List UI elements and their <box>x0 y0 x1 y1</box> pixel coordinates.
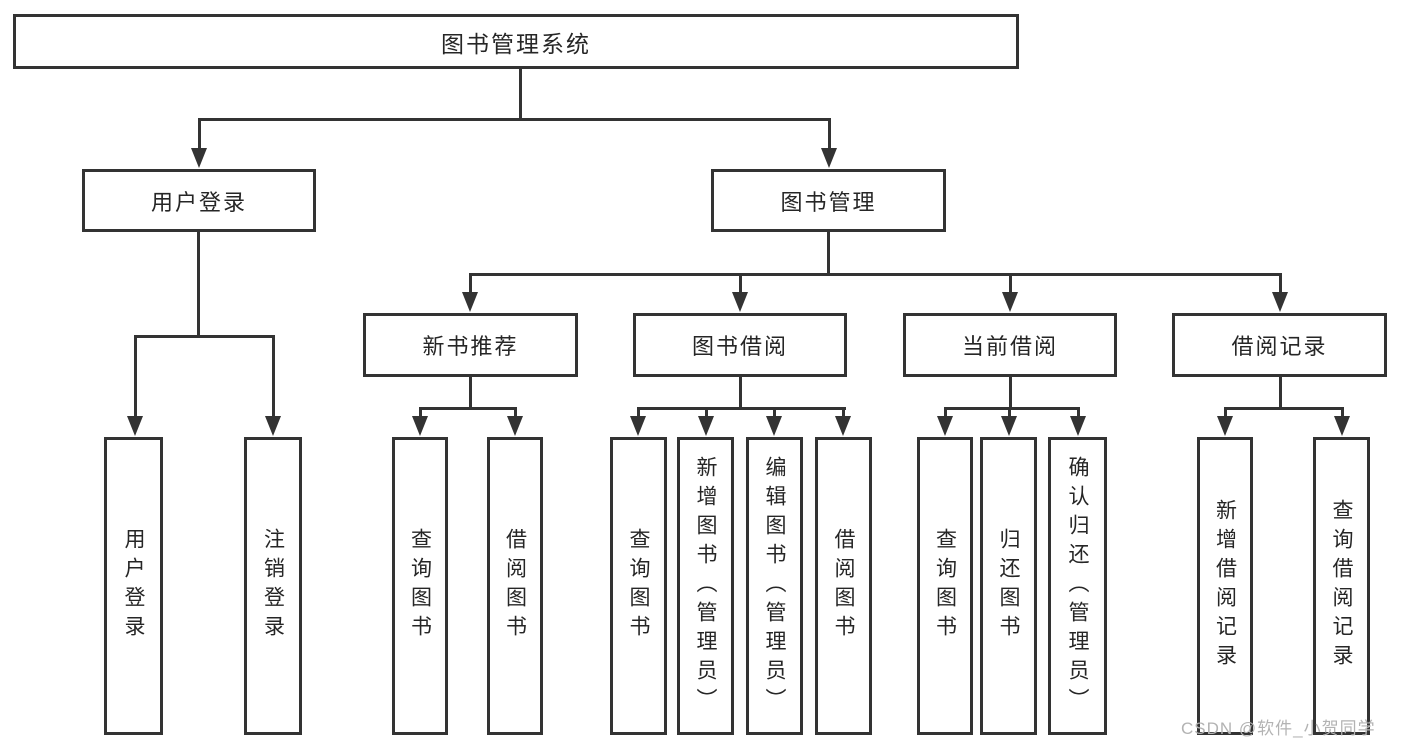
node-label: 当前借阅 <box>961 334 1058 359</box>
arrow-down-icon <box>821 148 837 168</box>
node-label: 查询图书 <box>627 528 650 644</box>
connector-line <box>1224 407 1227 416</box>
connector-line <box>1009 273 1012 292</box>
connector-line <box>1279 273 1282 292</box>
connector-line <box>842 407 845 416</box>
arrow-down-icon <box>835 416 851 436</box>
connector-line <box>1279 377 1282 407</box>
node-label: 查询图书 <box>933 528 957 644</box>
node-label: 用户登录 <box>122 528 145 644</box>
node-label: 新增借阅记录 <box>1213 499 1237 673</box>
connector-line <box>1077 407 1080 416</box>
connector-line <box>419 407 422 416</box>
node-logout-action: 注销登录 <box>244 437 302 735</box>
arrow-down-icon <box>1334 416 1350 436</box>
connector-line <box>197 232 200 335</box>
node-user-login-action: 用户登录 <box>104 437 163 735</box>
connector-line <box>638 407 846 410</box>
connector-line <box>828 118 831 148</box>
node-label: 查询借阅记录 <box>1330 499 1353 673</box>
arrow-down-icon <box>630 416 646 436</box>
node-current-borrowing: 当前借阅 <box>903 313 1117 377</box>
arrow-down-icon <box>127 416 143 436</box>
node-recommend-borrow-books: 借阅图书 <box>487 437 543 735</box>
node-label: 借阅记录 <box>1231 334 1328 359</box>
node-library-system: 图书管理系统 <box>13 14 1019 69</box>
connector-line <box>199 118 831 121</box>
connector-line <box>944 407 947 416</box>
arrow-down-icon <box>507 416 523 436</box>
csdn-watermark: CSDN @软件_小贺同学 <box>1181 719 1376 738</box>
arrow-down-icon <box>265 416 281 436</box>
arrow-down-icon <box>191 148 207 168</box>
connector-line <box>519 69 522 118</box>
node-borrow-add-books-admin: 新增图书（管理员） <box>677 437 734 735</box>
node-current-confirm-return-admin: 确认归还（管理员） <box>1048 437 1107 735</box>
node-borrow-query-books: 查询图书 <box>610 437 667 735</box>
node-label: 新增图书（管理员） <box>694 455 717 717</box>
connector-line <box>827 232 830 273</box>
connector-line <box>469 377 472 407</box>
arrow-down-icon <box>462 292 478 312</box>
arrow-down-icon <box>732 292 748 312</box>
node-label: 图书借阅 <box>691 334 788 359</box>
arrow-down-icon <box>1272 292 1288 312</box>
connector-line <box>637 407 640 416</box>
arrow-down-icon <box>1217 416 1233 436</box>
node-label: 图书管理系统 <box>441 30 591 57</box>
node-label: 归还图书 <box>997 528 1020 644</box>
connector-line <box>514 407 517 416</box>
node-user-login: 用户登录 <box>82 169 316 232</box>
connector-line <box>773 407 776 416</box>
node-book-management: 图书管理 <box>711 169 946 232</box>
node-label: 用户登录 <box>150 189 247 215</box>
arrow-down-icon <box>698 416 714 436</box>
connector-line <box>470 273 1282 276</box>
connector-line <box>739 273 742 292</box>
connector-line <box>135 335 275 338</box>
connector-line <box>469 273 472 292</box>
node-label: 新书推荐 <box>422 334 519 359</box>
node-new-book-recommend: 新书推荐 <box>363 313 578 377</box>
node-current-return-books: 归还图书 <box>980 437 1037 735</box>
connector-line <box>134 335 137 416</box>
connector-line <box>739 377 742 407</box>
arrow-down-icon <box>937 416 953 436</box>
node-label: 编辑图书（管理员） <box>763 455 786 717</box>
node-book-borrowing: 图书借阅 <box>633 313 847 377</box>
node-records-query-record: 查询借阅记录 <box>1313 437 1370 735</box>
connector-line <box>945 407 1080 410</box>
node-label: 查询图书 <box>408 528 432 644</box>
node-recommend-query-books: 查询图书 <box>392 437 448 735</box>
node-current-query-books: 查询图书 <box>917 437 973 735</box>
connector-line <box>1009 377 1012 407</box>
connector-line <box>1008 407 1011 416</box>
node-label: 借阅图书 <box>503 528 527 644</box>
node-label: 确认归还（管理员） <box>1066 455 1089 717</box>
node-records-add-record: 新增借阅记录 <box>1197 437 1253 735</box>
node-borrow-edit-books-admin: 编辑图书（管理员） <box>746 437 803 735</box>
connector-line <box>1341 407 1344 416</box>
connector-line <box>420 407 517 410</box>
connector-line <box>705 407 708 416</box>
arrow-down-icon <box>766 416 782 436</box>
node-label: 注销登录 <box>261 528 285 644</box>
connector-line <box>272 335 275 416</box>
arrow-down-icon <box>1070 416 1086 436</box>
node-label: 借阅图书 <box>832 528 855 644</box>
connector-line <box>1225 407 1343 410</box>
node-label: 图书管理 <box>780 189 877 215</box>
connector-line <box>198 118 201 148</box>
arrow-down-icon <box>412 416 428 436</box>
node-borrow-borrow-books: 借阅图书 <box>815 437 872 735</box>
node-borrowing-records: 借阅记录 <box>1172 313 1387 377</box>
arrow-down-icon <box>1002 292 1018 312</box>
arrow-down-icon <box>1001 416 1017 436</box>
